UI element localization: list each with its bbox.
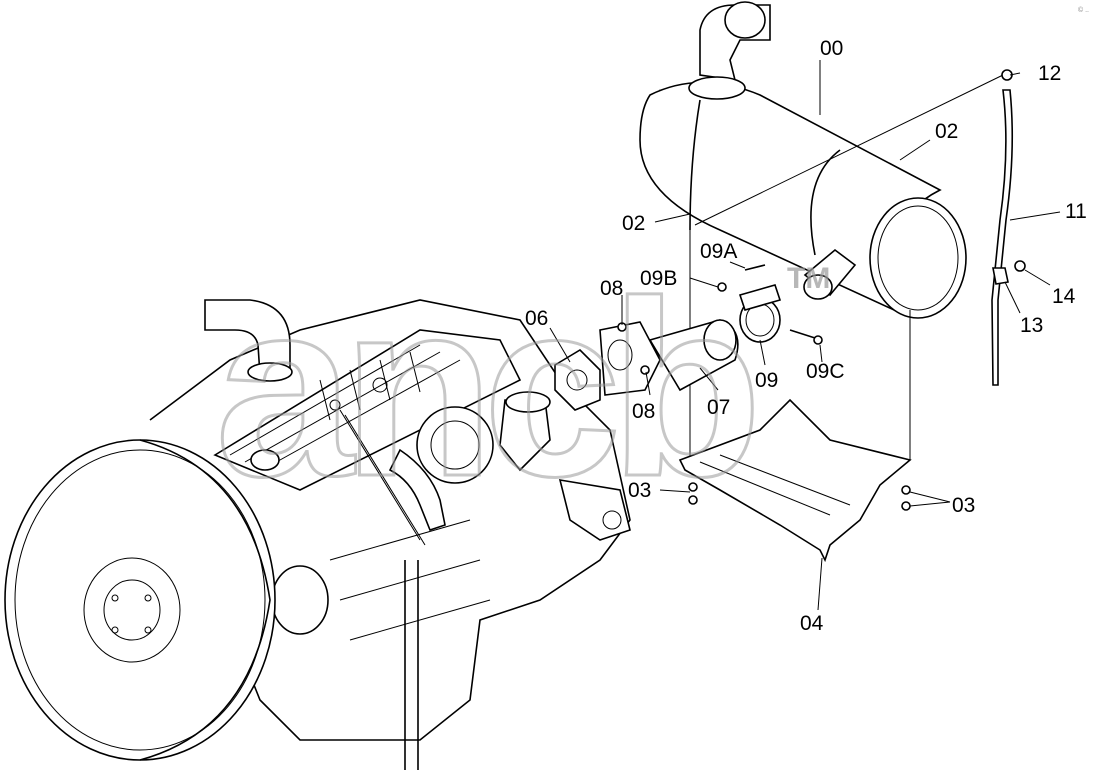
nut-03-left-a	[688, 482, 698, 492]
nut-03-right-b	[901, 501, 911, 511]
leader-lines	[549, 60, 1061, 611]
muffler	[639, 1, 1004, 460]
nut-03-left-b	[688, 495, 698, 505]
flywheel	[4, 439, 276, 761]
part-labels: 00 02 02 12 11 14 13 09A 09B 08 06 08 07…	[525, 37, 1087, 635]
label-08-upper: 08	[600, 277, 623, 300]
clamp-09	[717, 264, 823, 345]
label-09A: 09A	[700, 240, 737, 263]
label-08-lower: 08	[632, 400, 655, 423]
label-12: 12	[1038, 62, 1061, 85]
heat-shield-04	[678, 398, 912, 563]
label-03-left: 03	[628, 479, 651, 502]
label-14: 14	[1052, 285, 1076, 308]
label-04: 04	[800, 612, 824, 635]
gasket-06	[554, 348, 601, 411]
label-11: 11	[1065, 200, 1087, 223]
support-rod-11	[991, 69, 1026, 386]
label-06: 06	[525, 307, 548, 330]
label-02-right: 02	[935, 120, 958, 143]
watermark-text: ancb	[215, 249, 753, 528]
label-09B: 09B	[640, 267, 677, 290]
label-07: 07	[707, 396, 730, 419]
nut-03-right-a	[901, 485, 911, 495]
watermark: ancb TM	[214, 248, 831, 530]
exhaust-pipe-07	[599, 319, 739, 396]
bolt-08-lower	[640, 365, 650, 375]
label-09: 09	[755, 369, 778, 392]
engine-assembly	[149, 299, 631, 770]
label-13: 13	[1020, 314, 1043, 337]
label-02-left: 02	[622, 212, 645, 235]
watermark-tm: TM	[787, 262, 830, 295]
corner-mark: © ..	[1078, 6, 1089, 14]
label-03-right: 03	[952, 494, 975, 517]
label-09C: 09C	[806, 360, 845, 383]
label-00: 00	[820, 37, 843, 60]
